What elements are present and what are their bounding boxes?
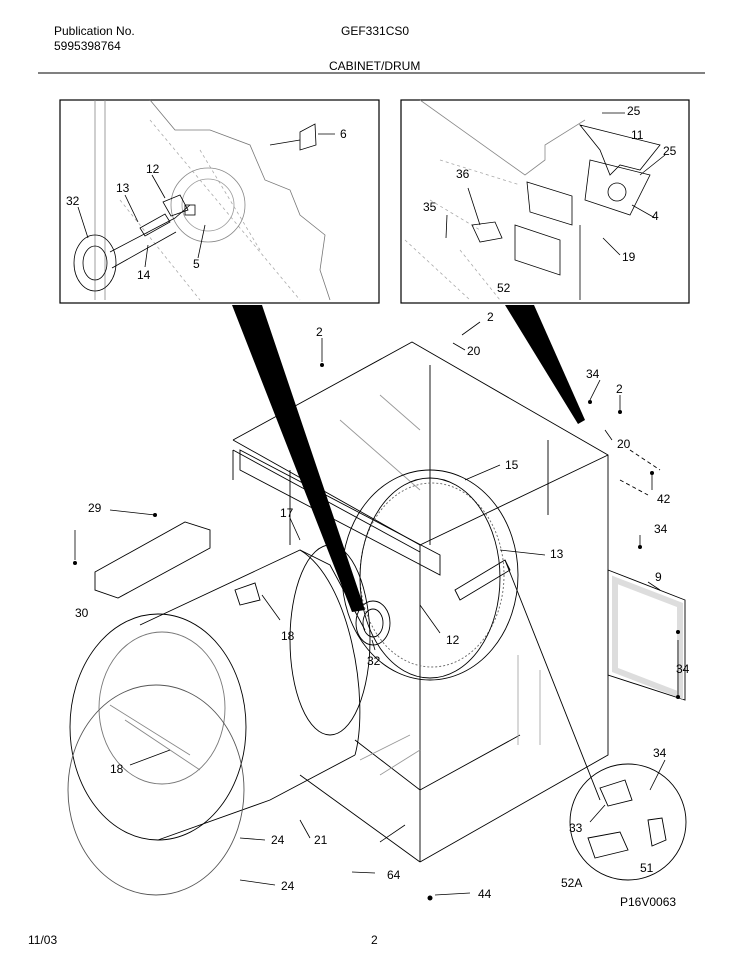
part-callouts: 2 2 2 4 5 6 9 11 12 12 13 13 14 15 17 18…	[66, 104, 690, 901]
diagram-code: P16V0063	[620, 895, 676, 909]
callout-25: 25	[663, 144, 677, 158]
callout-13: 13	[116, 181, 130, 195]
callout-64: 64	[387, 868, 401, 882]
callout-34: 34	[586, 367, 600, 381]
callout-24: 24	[271, 833, 285, 847]
callout-11: 11	[631, 128, 644, 142]
page-number: 2	[371, 933, 378, 947]
callout-20: 20	[617, 437, 631, 451]
callout-20: 20	[467, 344, 481, 358]
rear-bulkhead	[341, 469, 519, 681]
callout-30: 30	[75, 606, 89, 620]
callout-35: 35	[423, 200, 437, 214]
publication-label: Publication No.	[54, 24, 135, 38]
callout-2: 2	[316, 325, 323, 339]
callout-15: 15	[505, 458, 519, 472]
cabinet	[232, 341, 686, 863]
callout-32: 32	[367, 654, 381, 668]
detail-inset-right	[400, 99, 690, 304]
drum	[67, 544, 371, 896]
section-title: CABINET/DRUM	[329, 59, 421, 73]
callout-29: 29	[88, 501, 102, 515]
callout-18: 18	[281, 629, 295, 643]
blower-detail-circle	[504, 559, 687, 881]
model-number: GEF331CS0	[341, 24, 410, 38]
callout-14: 14	[137, 268, 151, 282]
callout-13: 13	[550, 547, 564, 561]
callout-44: 44	[478, 887, 492, 901]
callout-12: 12	[146, 162, 160, 176]
detail-inset-left	[59, 99, 380, 304]
callout-34: 34	[654, 522, 668, 536]
callout-52: 52	[497, 281, 511, 295]
callout-4: 4	[652, 209, 659, 223]
callout-19: 19	[622, 250, 636, 264]
callout-52a: 52A	[561, 876, 582, 890]
callout-17: 17	[280, 506, 294, 520]
callout-32: 32	[66, 194, 80, 208]
callout-51: 51	[640, 861, 654, 875]
callout-34: 34	[676, 662, 690, 676]
callout-9: 9	[655, 570, 662, 584]
callout-21: 21	[314, 833, 328, 847]
callout-33: 33	[569, 821, 583, 835]
leader-lines	[74, 321, 679, 896]
callout-25: 25	[627, 104, 641, 118]
footer-date: 11/03	[28, 933, 58, 947]
front-bracket	[94, 521, 211, 599]
callout-42: 42	[657, 492, 671, 506]
callout-34: 34	[653, 746, 667, 760]
callout-2: 2	[616, 382, 623, 396]
callout-24: 24	[281, 879, 295, 893]
callout-6: 6	[340, 127, 347, 141]
callout-18: 18	[110, 762, 124, 776]
publication-number: 5995398764	[54, 39, 121, 53]
pointer-right	[505, 305, 585, 424]
callout-12: 12	[446, 633, 460, 647]
hardware-screws	[73, 363, 680, 901]
callout-2: 2	[487, 310, 494, 324]
pointer-left	[232, 305, 365, 612]
callout-5: 5	[193, 257, 200, 271]
callout-36: 36	[456, 167, 470, 181]
